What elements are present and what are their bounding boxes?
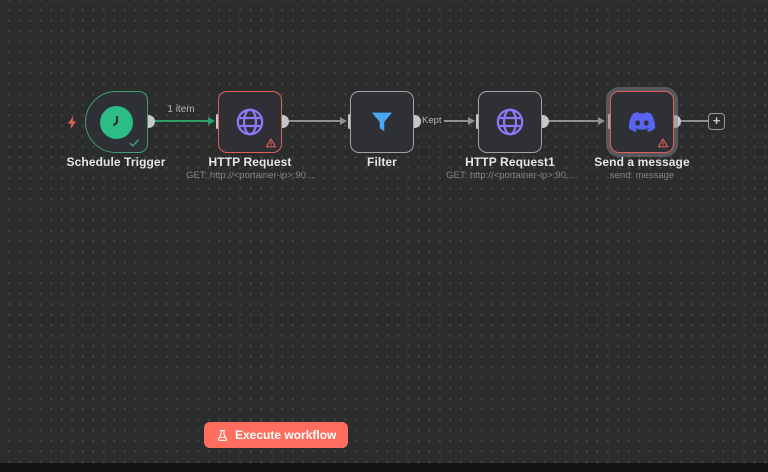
connection-items-label: 1 item [167,104,195,115]
connection-http-to-filter[interactable] [288,120,340,122]
lightning-bolt-icon [65,114,80,131]
connection-discord-to-add[interactable] [680,120,708,122]
node-send-a-message[interactable] [610,91,674,153]
connection-filter-to-http1[interactable] [420,120,468,122]
execute-workflow-button[interactable]: Execute workflow [204,422,349,448]
globe-icon [233,105,267,139]
clock-icon [100,105,133,139]
globe-icon [493,105,527,139]
node-title: HTTP Request [208,155,292,169]
arrowhead-icon [208,117,215,125]
warning-triangle-icon [265,137,277,149]
bottom-window-strip [0,463,768,472]
node-subtitle: GET: http://<portainer-ip>:90... [446,170,574,181]
flask-icon [216,429,229,442]
node-title: Send a message [594,155,690,169]
node-filter[interactable] [350,91,414,153]
funnel-icon [367,107,397,137]
connection-schedule-to-http[interactable] [153,120,208,122]
connection-http1-to-discord[interactable] [548,120,598,122]
arrowhead-icon [468,117,475,125]
node-schedule-trigger[interactable] [85,91,148,153]
node-http-request[interactable] [218,91,282,153]
node-subtitle: send: message [609,170,675,181]
execute-workflow-label: Execute workflow [235,428,337,442]
success-check-icon [128,137,140,149]
node-title: Filter [367,155,397,169]
add-node-button[interactable]: + [708,113,725,130]
discord-icon [625,109,659,135]
node-subtitle: GET: http://<portainer-ip>:90... [186,170,314,181]
node-http-request1[interactable] [478,91,542,153]
arrowhead-icon [598,117,605,125]
filter-output-label: Kept [420,115,444,126]
arrowhead-icon [340,117,347,125]
warning-triangle-icon [657,137,669,149]
node-title: Schedule Trigger [66,155,166,169]
node-title: HTTP Request1 [465,155,555,169]
